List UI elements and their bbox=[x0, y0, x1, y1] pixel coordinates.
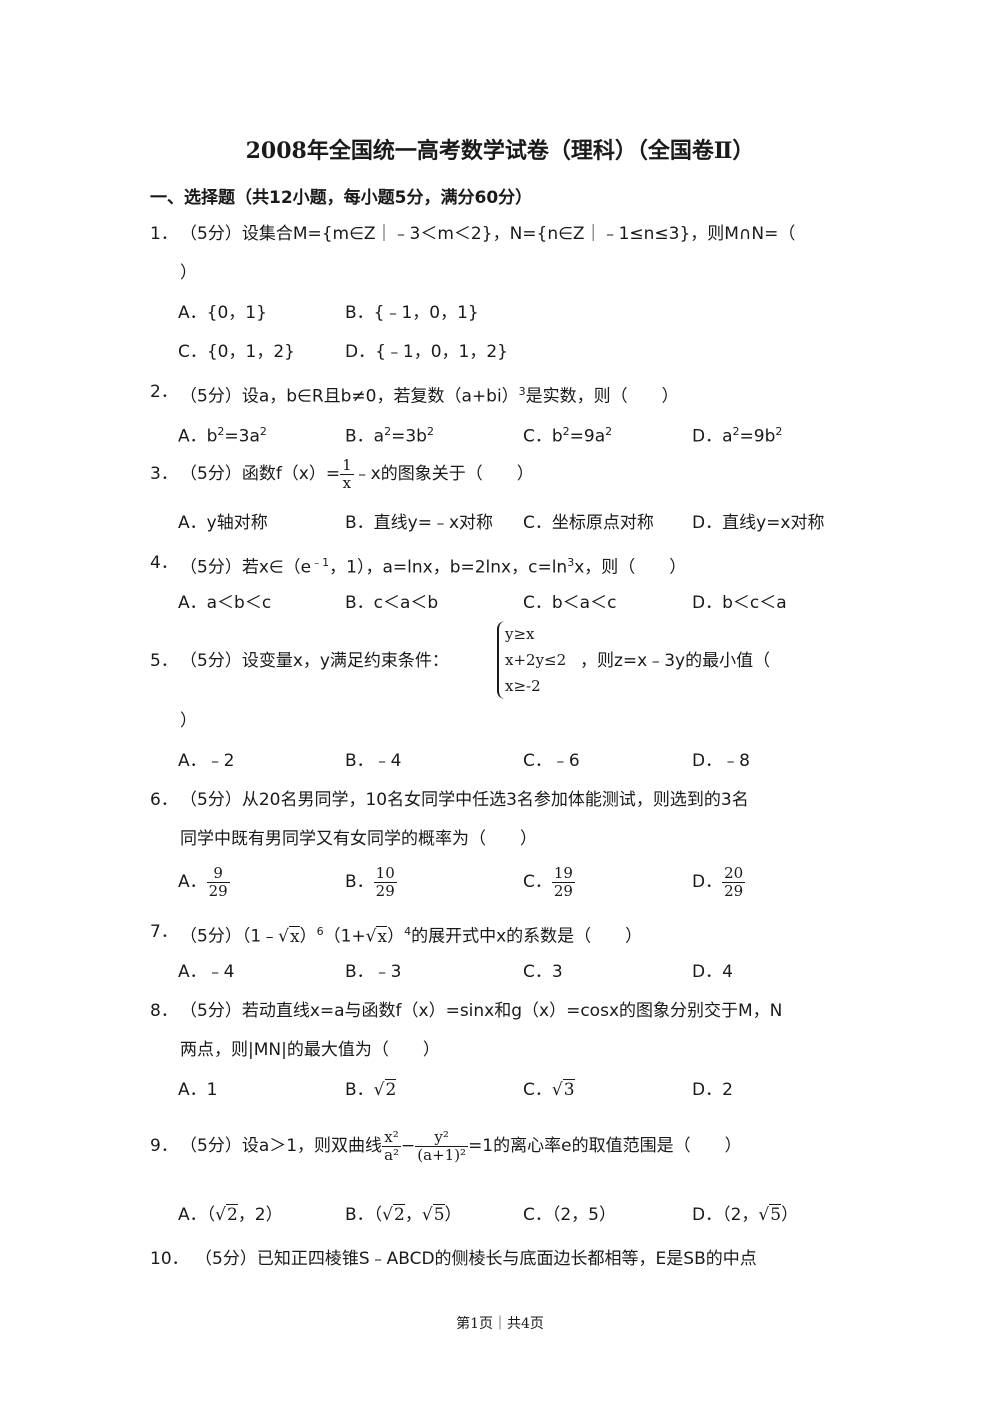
question-1-close: ） bbox=[180, 263, 197, 283]
question-4-option-a: A．a＜b＜c bbox=[178, 593, 272, 613]
question-5-option-b: B．﹣4 bbox=[345, 751, 402, 771]
constraint-2: x+2y≤2 bbox=[505, 651, 567, 669]
question-1-option-a: A．{0，1} bbox=[178, 303, 267, 323]
question-8-option-d: D．2 bbox=[692, 1080, 733, 1100]
question-2-option-b: B．a2=3b2 bbox=[345, 425, 434, 447]
question-9-option-b: B．（√2，√5） bbox=[345, 1204, 462, 1225]
question-5-option-a: A．﹣2 bbox=[178, 751, 235, 771]
question-3-option-d: D．直线y=x对称 bbox=[692, 513, 825, 533]
question-4-option-b: B．c＜a＜b bbox=[345, 593, 439, 613]
constraint-1: y≥x bbox=[505, 625, 535, 643]
question-7-text: （5分）（1﹣√x）6（1+√x）4的展开式中x的系数是（ ） bbox=[180, 925, 643, 947]
question-10-text: （5分）已知正四棱锥S﹣ABCD的侧棱长与底面边长都相等，E是SB的中点 bbox=[195, 1249, 757, 1269]
question-1-option-c: C．{0，1，2} bbox=[178, 342, 295, 362]
question-1-option-b: B．{﹣1，0，1} bbox=[345, 303, 479, 323]
page-title: 2008年全国统一高考数学试卷（理科）（全国卷Ⅱ） bbox=[245, 138, 755, 164]
question-2-option-d: D．a2=9b2 bbox=[692, 425, 783, 447]
question-1-number: 1． bbox=[150, 224, 178, 244]
question-8-option-b: B．√2 bbox=[345, 1079, 397, 1100]
page-footer: 第1页｜共4页 bbox=[456, 1316, 544, 1332]
question-7-option-c: C．3 bbox=[523, 962, 563, 982]
question-7-option-d: D．4 bbox=[692, 962, 733, 982]
constraint-system: y≥x x+2y≤2 x≥-2 bbox=[497, 621, 566, 699]
question-9-option-a: A．（√2，2） bbox=[178, 1204, 283, 1225]
question-5-option-d: D．﹣8 bbox=[692, 751, 750, 771]
constraint-3: x≥-2 bbox=[505, 677, 541, 695]
question-6-line-1: （5分）从20名男同学，10名女同学中任选3名参加体能测试，则选到的3名 bbox=[180, 790, 749, 810]
question-2-number: 2． bbox=[150, 382, 178, 402]
question-4-number: 4． bbox=[150, 553, 178, 573]
question-7-option-b: B．﹣3 bbox=[345, 962, 402, 982]
question-8-option-a: A．1 bbox=[178, 1080, 218, 1100]
section-heading: 一、选择题（共12小题，每小题5分，满分60分） bbox=[150, 188, 533, 208]
question-3-option-c: C．坐标原点对称 bbox=[523, 513, 654, 533]
question-4-option-d: D．b＜c＜a bbox=[692, 593, 787, 613]
question-7-option-a: A．﹣4 bbox=[178, 962, 235, 982]
question-8-number: 8． bbox=[150, 1001, 178, 1021]
question-9-option-d: D．（2，√5） bbox=[692, 1204, 799, 1225]
question-5-text-after: ，则z=x﹣3y的最小值（ bbox=[580, 651, 771, 671]
question-5-text: （5分）设变量x，y满足约束条件： bbox=[180, 651, 449, 671]
question-2-option-c: C．b2=9a2 bbox=[523, 425, 613, 447]
question-3-number: 3． bbox=[150, 464, 178, 484]
question-2-option-a: A．b2=3a2 bbox=[178, 425, 267, 447]
question-2-text: （5分）设a，b∈R且b≠0，若复数（a+bi）3是实数，则（ ） bbox=[180, 385, 679, 407]
question-4-option-c: C．b＜a＜c bbox=[523, 593, 617, 613]
question-9-option-c: C．（2，5） bbox=[523, 1205, 617, 1225]
question-10-number: 10． bbox=[150, 1249, 189, 1269]
question-1-option-d: D．{﹣1，0，1，2} bbox=[345, 342, 508, 362]
sqrt-x-1: √x bbox=[278, 925, 300, 947]
question-7-number: 7． bbox=[150, 922, 178, 942]
question-6-line-2: 同学中既有男同学又有女同学的概率为（ ） bbox=[180, 829, 537, 849]
question-5-option-c: C．﹣6 bbox=[523, 751, 580, 771]
fraction-y2-over-a1-2: y²(a+1)² bbox=[415, 1127, 469, 1164]
question-1-text: （5分）设集合M={m∈Z｜﹣3＜m＜2}，N={n∈Z｜﹣1≤n≤3}，则M∩… bbox=[180, 224, 796, 244]
question-3-option-b: B．直线y=﹣x对称 bbox=[345, 513, 494, 533]
question-8-line-1: （5分）若动直线x=a与函数f（x）=sinx和g（x）=cosx的图象分别交于… bbox=[180, 1001, 783, 1021]
question-4-text: （5分）若x∈（e﹣1，1），a=lnx，b=2lnx，c=ln3x，则（ ） bbox=[180, 556, 687, 578]
question-3-option-a: A．y轴对称 bbox=[178, 513, 268, 533]
sqrt-x-2: √x bbox=[365, 925, 388, 947]
question-9-number: 9． bbox=[150, 1136, 178, 1156]
question-5-close: ） bbox=[180, 711, 197, 731]
question-6-number: 6． bbox=[150, 790, 178, 810]
question-5-number: 5． bbox=[150, 651, 178, 671]
question-8-line-2: 两点，则|MN|的最大值为（ ） bbox=[180, 1040, 440, 1060]
question-8-option-c: C．√3 bbox=[523, 1079, 575, 1100]
